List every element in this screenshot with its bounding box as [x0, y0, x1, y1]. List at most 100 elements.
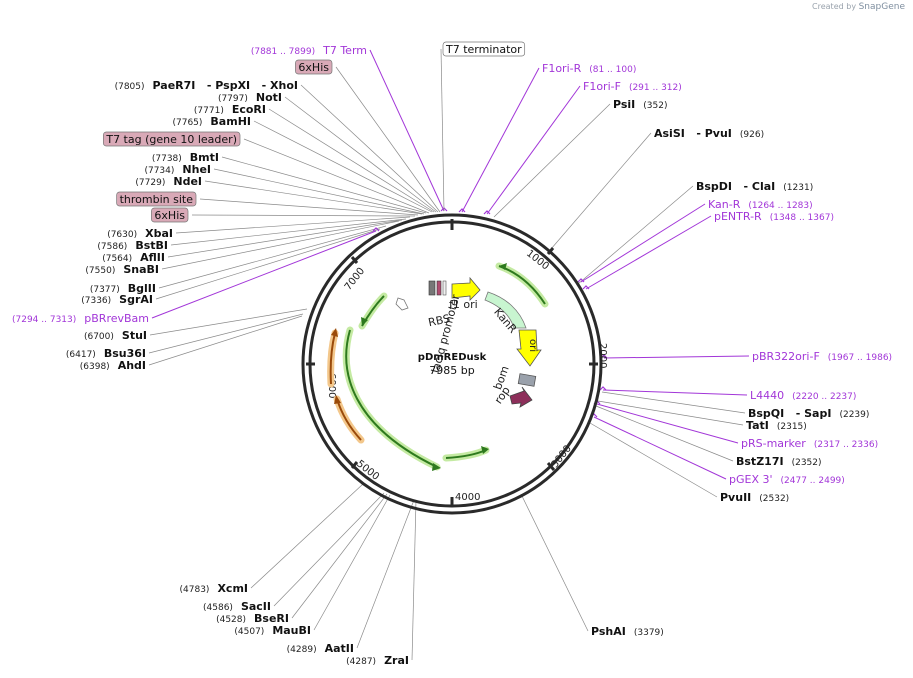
enzyme-site-aflii[interactable]: AflII(7564)	[102, 251, 165, 264]
primer-f1orif[interactable]: F1ori-F(291 .. 312)	[583, 80, 682, 93]
label-box	[295, 59, 333, 75]
tick-mark-5000	[350, 461, 359, 469]
primer-f1orir[interactable]: F1ori-R(81 .. 100)	[542, 62, 636, 75]
enzyme-site-bstbi[interactable]: BstBI(7586)	[97, 239, 168, 252]
label-position: (2315)	[777, 422, 807, 432]
label-name: F1ori-F	[583, 80, 621, 93]
leader-line-bstbi	[170, 218, 407, 246]
enzyme-site-paer7i[interactable]: PaeR7I - PspXI - XhoI(7805)	[115, 79, 298, 92]
label-name: T7 terminator	[445, 43, 522, 56]
label-position: (7765)	[172, 118, 202, 128]
enzyme-site-bmti[interactable]: BmtI(7738)	[152, 151, 219, 164]
label-position: (2532)	[759, 494, 789, 504]
label-name: PaeR7I - PspXI - XhoI	[153, 79, 298, 92]
leader-line-stui	[149, 308, 308, 336]
enzyme-site-tati[interactable]: TatI(2315)	[746, 419, 807, 432]
feature-tag-sixhis2[interactable]: 6xHis	[151, 207, 189, 223]
leader-line-t7term	[369, 49, 445, 212]
enzyme-site-ecori[interactable]: EcoRI(7771)	[194, 103, 266, 116]
primer-pbr322orif[interactable]: pBR322ori-F(1967 .. 1986)	[752, 350, 892, 363]
primer-pentrr[interactable]: pENTR-R(1348 .. 1367)	[714, 210, 834, 223]
enzyme-site-ahdi[interactable]: AhdI(6398)	[80, 359, 146, 372]
label-position: (7294 .. 7313)	[12, 315, 76, 325]
label-name: BmtI	[190, 151, 219, 164]
feature-tag-t7tag[interactable]: T7 tag (gene 10 leader)	[102, 131, 241, 147]
lacIq-promoter-arrow[interactable]	[395, 297, 409, 311]
enzyme-site-bamhi[interactable]: BamHI(7765)	[172, 115, 251, 128]
label-position: (2317 .. 2336)	[814, 440, 878, 450]
orf-lacI-line	[345, 329, 438, 468]
enzyme-site-bglii[interactable]: BglII(7377)	[90, 282, 156, 295]
enzyme-site-snabi[interactable]: SnaBI(7550)	[85, 263, 159, 276]
label-name: EcoRI	[232, 103, 266, 116]
label-box	[442, 41, 526, 57]
primer-pgex3[interactable]: pGEX 3'(2477 .. 2499)	[729, 473, 845, 486]
primer-prsmarker[interactable]: pRS-marker(2317 .. 2336)	[741, 437, 878, 450]
kanr-arrow[interactable]	[484, 291, 527, 329]
f1-ori-arrow[interactable]	[451, 276, 481, 301]
tick-mark-1000	[546, 247, 555, 255]
leader-line-kanr	[580, 203, 706, 283]
enzyme-site-sacii[interactable]: SacII(4586)	[203, 600, 271, 613]
feature-tag-thrombin[interactable]: thrombin site	[116, 191, 197, 207]
label-position: (1967 .. 1986)	[828, 353, 892, 363]
label-name: pBRrevBam	[84, 312, 149, 325]
primer-t7term[interactable]: T7 Term(7881 .. 7899)	[251, 44, 367, 57]
leader-lines	[148, 48, 750, 661]
label-name: F1ori-R	[542, 62, 582, 75]
bom-box[interactable]	[517, 373, 537, 387]
enzyme-site-pvuii[interactable]: PvuII(2532)	[720, 491, 789, 504]
enzyme-site-bsu36i[interactable]: Bsu36I(6417)	[66, 347, 146, 360]
enzyme-site-xbai[interactable]: XbaI(7630)	[107, 227, 173, 240]
primer-site-pentrr	[582, 285, 590, 290]
enzyme-site-sgrai[interactable]: SgrAI(7336)	[81, 293, 153, 306]
enzyme-site-bspqi[interactable]: BspQI - SapI(2239)	[748, 407, 869, 420]
enzyme-site-noti[interactable]: NotI(7797)	[218, 91, 282, 104]
snapgene-watermark: Created by SnapGene	[812, 2, 905, 12]
label-name: NdeI	[173, 175, 202, 188]
label-name: 6xHis	[298, 61, 329, 74]
enzyme-site-aatii[interactable]: AatII(4289)	[287, 642, 354, 655]
leader-line-t7tag	[243, 138, 430, 214]
label-position: (2352)	[792, 458, 822, 468]
enzyme-site-ndei[interactable]: NdeI(7729)	[135, 175, 202, 188]
enzyme-site-bstz17i[interactable]: BstZ17I(2352)	[736, 455, 822, 468]
label-position: (4783)	[180, 585, 210, 595]
primer-l4440[interactable]: L4440(2220 .. 2237)	[750, 389, 856, 402]
rbs-box-2[interactable]	[436, 280, 442, 296]
enzyme-site-bspdi[interactable]: BspDI - ClaI(1231)	[696, 180, 813, 193]
feature-tag-sixhis1[interactable]: 6xHis	[295, 59, 333, 75]
leader-line-f1orir	[461, 67, 540, 213]
label-box	[116, 191, 197, 207]
label-position: (4586)	[203, 603, 233, 613]
leader-line-aatii	[356, 499, 415, 649]
enzyme-site-nhei[interactable]: NheI(7734)	[144, 163, 211, 176]
enzyme-site-pshai[interactable]: PshAI(3379)	[591, 625, 664, 638]
enzyme-site-zrai[interactable]: ZraI(4287)	[346, 654, 409, 667]
primer-kanr[interactable]: Kan-R(1264 .. 1283)	[708, 198, 813, 211]
label-name: NotI	[256, 91, 282, 104]
rbs-box[interactable]	[428, 280, 436, 296]
enzyme-site-bseri[interactable]: BseRI(4528)	[216, 612, 289, 625]
feature-tag-t7terminator[interactable]: T7 terminator	[442, 41, 526, 57]
rbs-box-3[interactable]	[442, 280, 447, 296]
label-name: BseRI	[254, 612, 289, 625]
leader-line-sacii	[273, 492, 385, 607]
leader-line-xcmi	[250, 483, 364, 589]
leader-line-nhei	[213, 168, 425, 215]
leader-line-bspdi	[577, 185, 694, 285]
rop-arrow[interactable]	[509, 386, 533, 408]
label-position: (3379)	[634, 628, 664, 638]
enzyme-site-psii[interactable]: PsiI(352)	[613, 98, 667, 111]
enzyme-site-asisi[interactable]: AsiSI - PvuI(926)	[654, 127, 764, 140]
label-name: AflII	[140, 251, 165, 264]
enzyme-site-xcmi[interactable]: XcmI(4783)	[180, 582, 249, 595]
leader-line-bstz17i	[595, 405, 734, 462]
primer-site-l4440	[599, 386, 607, 391]
primer-pbrrevbam[interactable]: pBRrevBam (7294 .. 7313)	[12, 312, 149, 325]
label-position: (7336)	[81, 296, 111, 306]
enzyme-site-stui[interactable]: StuI(6700)	[84, 329, 147, 342]
enzyme-site-maubi[interactable]: MauBI(4507)	[234, 624, 311, 637]
ori-arrow[interactable]	[516, 329, 542, 367]
